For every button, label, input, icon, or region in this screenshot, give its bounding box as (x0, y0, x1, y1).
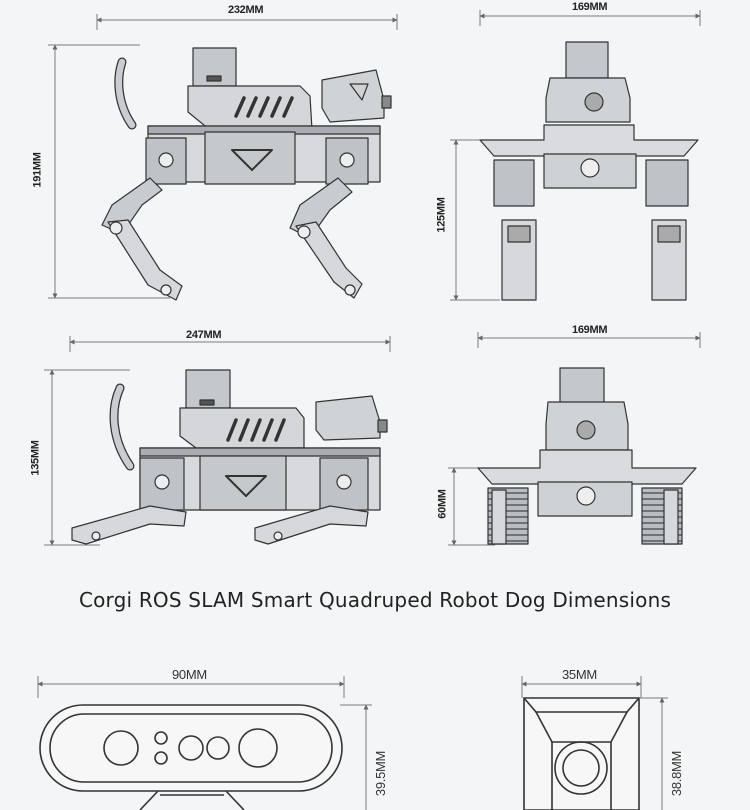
robot-front-crouch (477, 367, 697, 545)
side-standing-length-label: 232MM (228, 4, 264, 16)
lidar-width-label: 35MM (562, 667, 597, 682)
lidar-drawing (523, 697, 640, 810)
front-standing-width-label: 169MM (572, 1, 608, 13)
lidar-height-label: 38.8MM (669, 750, 685, 797)
side-standing-height-label: 191MM (31, 152, 44, 188)
camera-height-label: 39.5MM (373, 750, 389, 797)
front-standing-height-label: 125MM (435, 197, 448, 233)
side-crouch-length-label: 247MM (186, 329, 222, 341)
page-title: Corgi ROS SLAM Smart Quadruped Robot Dog… (78, 588, 672, 612)
robot-side-crouch (71, 369, 388, 545)
front-crouch-width-label: 169MM (572, 324, 608, 336)
depth-camera-drawing (39, 704, 343, 810)
side-crouch-height-label: 135MM (29, 440, 42, 476)
robot-side-standing (101, 47, 392, 301)
robot-front-standing (479, 41, 699, 301)
camera-width-label: 90MM (172, 667, 207, 682)
dimension-lines (37, 10, 701, 810)
front-crouch-height-label: 60MM (436, 489, 449, 519)
